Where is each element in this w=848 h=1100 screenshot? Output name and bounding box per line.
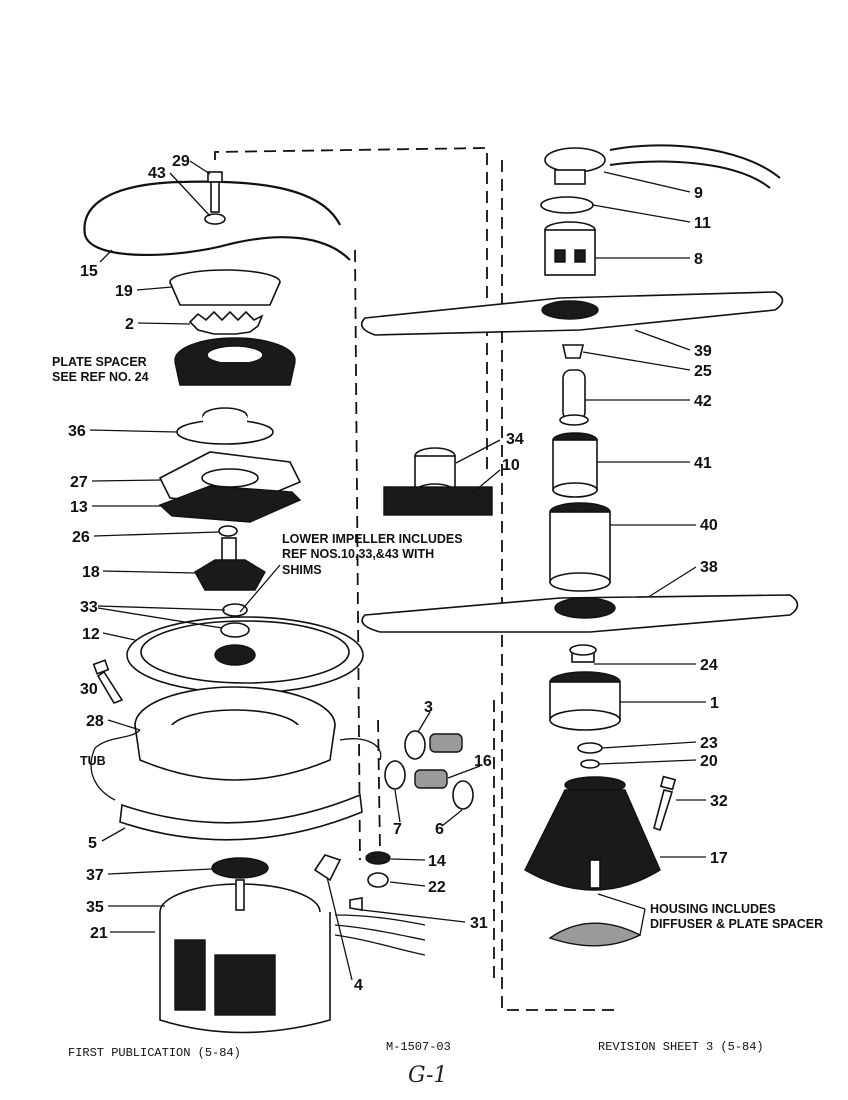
- label-22: 22: [428, 879, 446, 896]
- label-23: 23: [700, 735, 718, 752]
- part-ring-5: [119, 793, 363, 841]
- part-diffuser-plate: [548, 922, 642, 947]
- part-tube-40: [549, 502, 611, 592]
- label-4: 4: [354, 977, 363, 994]
- part-bushing-24: [569, 644, 597, 663]
- annotation-notes: PLATE SPACER SEE REF NO. 24 LOWER IMPELL…: [52, 355, 823, 931]
- part-screw-31: [349, 897, 363, 911]
- part-tube-42: [559, 369, 589, 426]
- label-28: 28: [86, 713, 104, 730]
- part-grommet-14: [365, 851, 391, 865]
- label-40: 40: [700, 517, 718, 534]
- part-washer-20: [580, 759, 600, 769]
- part-shim-10: [383, 486, 493, 516]
- note-housing-line2: DIFFUSER & PLATE SPACER: [650, 917, 823, 931]
- note-plate-spacer-line1: PLATE SPACER: [52, 355, 147, 369]
- footer-handwritten-mark: G-1: [408, 1063, 447, 1088]
- footer: FIRST PUBLICATION (5-84) M-1507-03 REVIS…: [68, 1040, 764, 1088]
- label-34: 34: [506, 431, 524, 448]
- label-17: 17: [710, 850, 728, 867]
- tub-outline: [90, 729, 382, 801]
- part-coupler-37: [211, 857, 269, 879]
- part-plug-22: [367, 872, 389, 888]
- part-bolt-29: [207, 171, 223, 213]
- footer-first-publication: FIRST PUBLICATION (5-84): [68, 1046, 241, 1060]
- label-32: 32: [710, 793, 728, 810]
- label-35: 35: [86, 899, 104, 916]
- label-29: 29: [172, 153, 190, 170]
- part-washer-23: [577, 742, 603, 754]
- label-18: 18: [82, 564, 100, 581]
- label-43: 43: [148, 165, 166, 182]
- part-impeller-18: [194, 537, 266, 591]
- label-6: 6: [435, 821, 444, 838]
- part-tube-41: [552, 432, 598, 498]
- part-plate-spacer: [174, 337, 296, 386]
- label-20: 20: [700, 753, 718, 770]
- label-38: 38: [700, 559, 718, 576]
- label-9: 9: [694, 185, 703, 202]
- part-cap-36: [176, 407, 274, 445]
- part-motor-35: [159, 879, 331, 1034]
- label-10: 10: [502, 457, 520, 474]
- label-7: 7: [393, 821, 402, 838]
- label-37: 37: [86, 867, 104, 884]
- part-sump-housing-28: [134, 686, 336, 781]
- part-pipe-9: [544, 144, 781, 189]
- part-cover-19: [169, 269, 281, 306]
- label-41: 41: [694, 455, 712, 472]
- footer-revision-sheet: REVISION SHEET 3 (5-84): [598, 1040, 764, 1054]
- label-39: 39: [694, 343, 712, 360]
- label-5: 5: [88, 835, 97, 852]
- part-seal-ring-12: [126, 603, 364, 694]
- note-plate-spacer-line2: SEE REF NO. 24: [52, 370, 149, 384]
- label-30: 30: [80, 681, 98, 698]
- part-washer-26: [218, 525, 238, 537]
- label-36: 36: [68, 423, 86, 440]
- part-number-labels: 29 43 15 19 2 36 27 13 26 18 33 12 30 28…: [68, 153, 728, 994]
- label-15: 15: [80, 263, 98, 280]
- part-clip-4: [313, 854, 426, 956]
- label-19: 19: [115, 283, 133, 300]
- part-nut-25: [561, 344, 585, 359]
- part-screw-32: [653, 775, 677, 832]
- label-31: 31: [470, 915, 488, 932]
- part-ring-11: [540, 196, 594, 214]
- label-8: 8: [694, 251, 703, 268]
- part-tube: [83, 180, 351, 261]
- part-washer-43: [204, 213, 226, 225]
- label-1: 1: [710, 695, 719, 712]
- part-screw-30: [92, 659, 124, 704]
- note-housing-line1: HOUSING INCLUDES: [650, 902, 776, 916]
- label-14: 14: [428, 853, 446, 870]
- note-lower-impeller-line3: SHIMS: [282, 563, 322, 577]
- label-26: 26: [72, 529, 90, 546]
- label-33: 33: [80, 599, 98, 616]
- part-gear-2: [188, 310, 264, 335]
- part-housing-17: [524, 776, 661, 891]
- label-27: 27: [70, 474, 88, 491]
- label-3: 3: [424, 699, 433, 716]
- label-13: 13: [70, 499, 88, 516]
- part-upper-spray-arm-39: [360, 291, 784, 336]
- part-hose-clamps: [384, 730, 474, 810]
- label-11: 11: [694, 215, 711, 232]
- label-16: 16: [474, 753, 492, 770]
- label-25: 25: [694, 363, 712, 380]
- label-21: 21: [90, 925, 108, 942]
- label-2: 2: [125, 316, 134, 333]
- part-diffuser-1: [549, 671, 621, 731]
- note-lower-impeller-line2: REF NOS.10,33,&43 WITH: [282, 547, 434, 561]
- part-nut-8: [544, 221, 596, 276]
- label-24: 24: [700, 657, 718, 674]
- footer-drawing-number: M-1507-03: [386, 1040, 451, 1054]
- part-gasket-13: [158, 485, 302, 523]
- note-lower-impeller-line1: LOWER IMPELLER INCLUDES: [282, 532, 463, 546]
- label-42: 42: [694, 393, 712, 410]
- note-tub: TUB: [80, 754, 106, 768]
- leader-lines: [89, 160, 706, 981]
- label-12: 12: [82, 626, 100, 643]
- part-lower-spray-arm-38: [361, 594, 799, 633]
